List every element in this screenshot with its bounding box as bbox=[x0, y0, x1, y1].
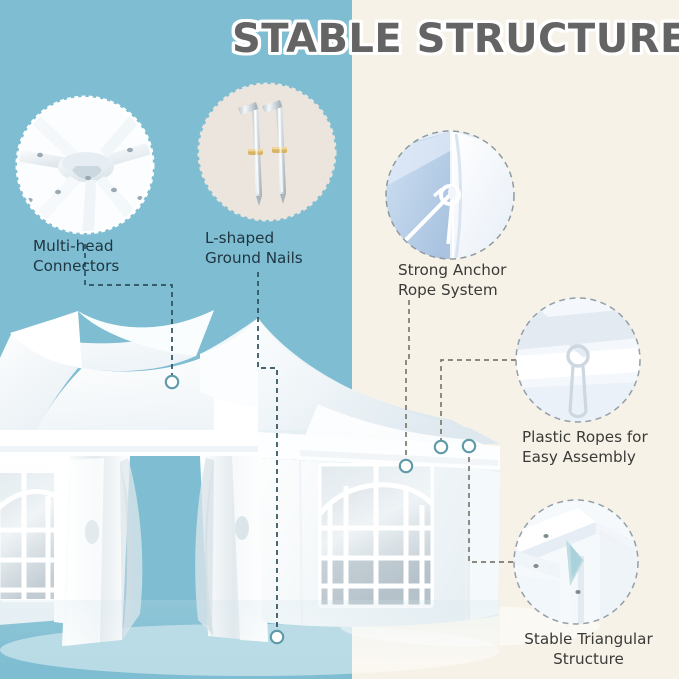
callout-label-strong-anchor-rope-system: Strong Anchor Rope System bbox=[398, 261, 507, 299]
callout-photo-plastic-ropes-for-easy-assembly bbox=[515, 297, 641, 423]
callout-label-l-shaped-ground-nails: L-shaped Ground Nails bbox=[205, 229, 303, 267]
callout-photo-multi-head-connectors bbox=[15, 95, 155, 235]
callout-label-stable-triangular-structure: Stable Triangular Structure bbox=[524, 630, 653, 668]
callout-label-multi-head-connectors: Multi-head Connectors bbox=[33, 237, 120, 275]
callout-photo-stable-triangular-structure bbox=[513, 499, 639, 625]
callout-label-plastic-ropes-for-easy-assembly: Plastic Ropes for Easy Assembly bbox=[522, 428, 648, 466]
callout-photo-l-shaped-ground-nails bbox=[197, 82, 337, 222]
callout-photo-strong-anchor-rope-system bbox=[385, 130, 515, 260]
page-title: STABLE STRUCTURE bbox=[232, 16, 679, 62]
